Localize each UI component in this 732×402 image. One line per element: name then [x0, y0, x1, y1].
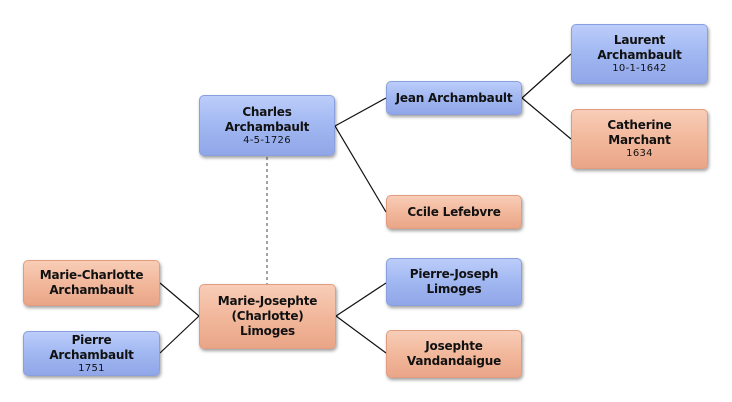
person-name: Catherine — [607, 118, 672, 132]
person-name: Jean Archambault — [395, 90, 513, 105]
person-name: Archambault — [597, 48, 682, 62]
connector-jean-catherine — [521, 97, 572, 140]
person-name: Marie-Charlotte — [39, 268, 144, 282]
person-charles-archambault[interactable]: Charles Archambault 4-5-1726 — [199, 95, 335, 156]
person-josephte-vandandaigue[interactable]: Josephte Vandandaigue — [386, 330, 522, 378]
person-name: Pierre-Joseph — [409, 267, 499, 281]
person-name: Marie-Josephte — [217, 294, 318, 308]
connector-marie-josephte-pierre-joseph — [335, 282, 387, 317]
person-name: Josephte — [425, 339, 483, 353]
connector-jean-laurent — [521, 53, 572, 99]
person-name: Laurent — [613, 33, 666, 47]
person-name: Vandandaigue — [406, 354, 502, 368]
person-name: Charles — [242, 104, 292, 119]
person-name: Limoges — [426, 282, 482, 296]
connector-charles-ccile — [334, 125, 387, 213]
person-marie-josephte-limoges[interactable]: Marie-Josephte (Charlotte) Limoges — [199, 284, 336, 349]
person-name: Archambault — [224, 119, 310, 134]
connector-marie-josephte-josephte — [335, 315, 387, 354]
connector-marie-josephte-marie-charlotte — [159, 282, 200, 317]
connector-charles-jean — [334, 97, 387, 127]
person-laurent-archambault[interactable]: Laurent Archambault 10-1-1642 — [571, 24, 708, 84]
person-name: Archambault — [49, 283, 134, 297]
connector-marie-josephte-pierre-archambault — [159, 315, 200, 354]
person-name: (Charlotte) — [231, 309, 304, 323]
person-date: 4-5-1726 — [243, 134, 291, 146]
person-date: 10-1-1642 — [612, 63, 667, 74]
person-catherine-marchant[interactable]: Catherine Marchant 1634 — [571, 109, 708, 169]
person-date: 1751 — [78, 362, 105, 374]
person-date: 1634 — [626, 148, 653, 159]
person-name: Pierre Archambault — [49, 332, 134, 362]
person-jean-archambault[interactable]: Jean Archambault — [386, 81, 522, 115]
person-ccile-lefebvre[interactable]: Ccile Lefebvre — [386, 195, 522, 229]
person-name: Marchant — [608, 133, 671, 147]
person-pierre-joseph-limoges[interactable]: Pierre-Joseph Limoges — [386, 258, 522, 306]
person-name: Ccile Lefebvre — [407, 204, 501, 219]
person-pierre-archambault[interactable]: Pierre Archambault 1751 — [23, 331, 160, 376]
person-name: Limoges — [240, 324, 295, 338]
person-marie-charlotte-archambault[interactable]: Marie-Charlotte Archambault — [23, 260, 160, 306]
